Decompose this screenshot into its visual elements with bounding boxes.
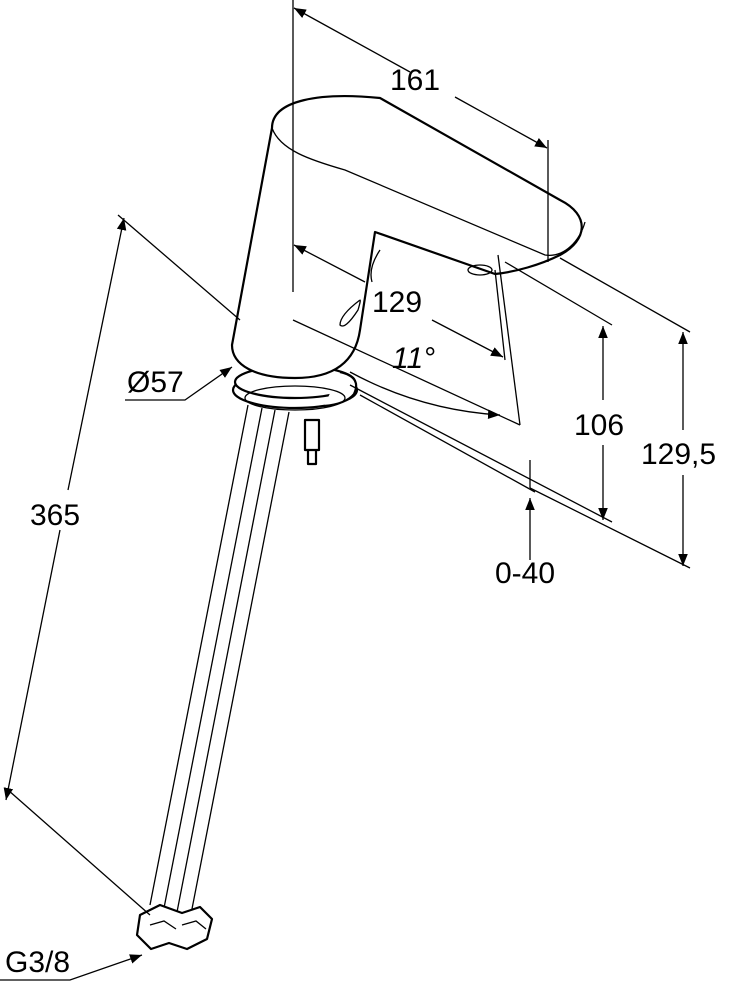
supply-hoses [135,404,321,951]
dimension-angle: 11° [292,319,521,425]
label-106: 106 [574,409,624,442]
dimension-129-5: 129,5 [529,257,716,568]
dimension-106: 106 [349,261,624,522]
label-161: 161 [390,64,440,97]
dimension-129: 129 [294,245,521,426]
label-g3-8: G3/8 [5,946,70,979]
label-0-40: 0-40 [495,557,555,590]
label-365: 365 [30,499,80,532]
faucet-body [230,95,586,380]
label-129-5: 129,5 [641,438,716,471]
label-diameter-57: Ø57 [127,366,184,399]
dimension-365: 365 [6,215,241,916]
dimension-g3-8: G3/8 [0,946,143,981]
label-129: 129 [372,286,422,319]
dimension-diameter-57: Ø57 [125,366,233,401]
dimension-0-40: 0-40 [359,394,555,590]
label-11-degrees: 11° [392,342,435,375]
dimension-161: 161 [293,0,548,292]
